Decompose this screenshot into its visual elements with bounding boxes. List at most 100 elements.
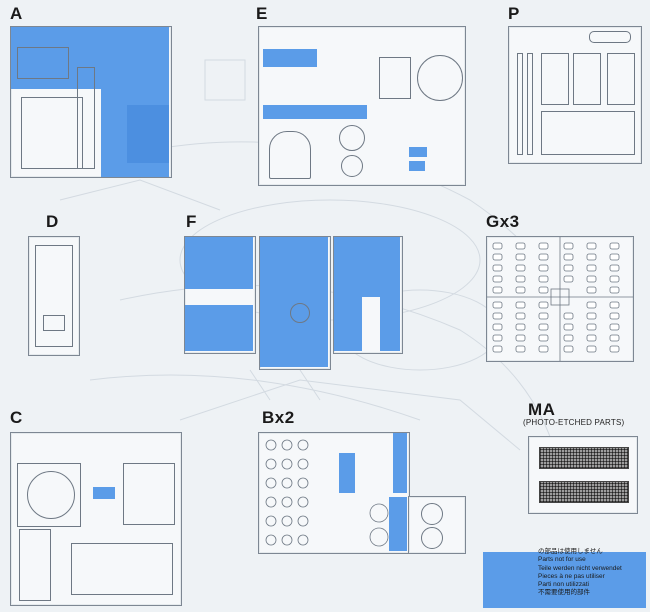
track-link	[609, 275, 620, 283]
track-link	[515, 286, 526, 294]
sprue-p-part	[541, 111, 635, 155]
track-link	[609, 323, 620, 331]
track-link	[538, 253, 549, 261]
legend-line: Pieces à ne pas utiliser	[538, 572, 605, 580]
track-link	[515, 275, 526, 283]
sprue-c-part	[19, 529, 51, 601]
track-link	[586, 275, 597, 283]
track-link	[586, 286, 597, 294]
sprue-p-part	[589, 31, 631, 43]
track-link	[563, 264, 574, 272]
sprue-b-unused-parts	[389, 497, 407, 551]
track-link	[586, 323, 597, 331]
track-link	[538, 286, 549, 294]
track-link	[515, 264, 526, 272]
road-wheel	[281, 496, 293, 508]
sprue-c-part	[123, 463, 175, 525]
sprue-b-unused-parts	[393, 433, 407, 493]
track-link	[563, 334, 574, 342]
sprue-e-unused-parts	[409, 147, 427, 157]
track-link	[492, 286, 503, 294]
sprue-p-part	[573, 53, 601, 105]
sprue-f-unused-parts	[334, 237, 400, 297]
track-link	[586, 312, 597, 320]
track-link	[586, 345, 597, 353]
sprue-a-unused-parts	[127, 105, 169, 163]
track-link	[515, 345, 526, 353]
road-wheel	[297, 439, 309, 451]
sprue-p-part	[541, 53, 569, 105]
sprue-ma-sublabel: (PHOTO-ETCHED PARTS)	[523, 418, 625, 427]
track-link	[538, 264, 549, 272]
track-link	[563, 253, 574, 261]
legend-text: の部品は使用しません Parts not for use Teile werde…	[538, 548, 648, 598]
track-link	[492, 323, 503, 331]
road-wheel	[297, 458, 309, 470]
sprue-e-part	[339, 125, 365, 151]
track-link	[563, 345, 574, 353]
track-link	[515, 242, 526, 250]
legend-line: Parti non utilizzati	[538, 581, 589, 589]
track-link	[538, 312, 549, 320]
track-link	[563, 242, 574, 250]
road-wheel	[265, 496, 277, 508]
sprue-b-unused-parts	[339, 453, 355, 493]
track-link	[563, 275, 574, 283]
road-wheel	[297, 496, 309, 508]
sprue-b-part	[421, 503, 443, 525]
track-link	[538, 345, 549, 353]
sprue-g-track-links	[487, 237, 633, 361]
road-wheel	[281, 477, 293, 489]
sprue-ma-label: MA	[528, 400, 556, 419]
road-wheel	[265, 458, 277, 470]
legend-line: Parts not for use	[538, 556, 586, 564]
sprue-f-part	[290, 303, 310, 323]
track-link	[492, 334, 503, 342]
sprue-f-panel-3	[333, 236, 403, 354]
sprue-f-panel-2	[259, 236, 331, 370]
track-link	[492, 312, 503, 320]
sprue-c	[10, 432, 182, 606]
track-link	[563, 312, 574, 320]
track-link	[538, 334, 549, 342]
sprue-c-part	[27, 471, 75, 519]
track-link	[515, 253, 526, 261]
track-link	[609, 264, 620, 272]
sprue-e-part	[379, 57, 411, 99]
sprue-f-unused-parts	[185, 237, 253, 289]
track-link	[492, 345, 503, 353]
sprue-p	[508, 26, 642, 164]
sprue-e-unused-parts	[263, 49, 317, 67]
sprocket-wheel	[369, 527, 389, 547]
road-wheel	[281, 458, 293, 470]
sprue-e-part	[269, 131, 311, 179]
sprue-p-part	[527, 53, 533, 155]
sprue-e-label: E	[256, 4, 268, 23]
sprue-d-label: D	[46, 212, 59, 231]
road-wheel	[297, 515, 309, 527]
track-link	[538, 242, 549, 250]
sprue-e-part	[417, 55, 463, 101]
track-link	[609, 334, 620, 342]
sprue-c-part	[71, 543, 173, 595]
sprue-f-panel-1	[184, 236, 256, 354]
track-link	[609, 242, 620, 250]
sprue-a-part	[21, 97, 83, 169]
sprue-b-wheels	[265, 439, 389, 547]
sprue-d-part	[35, 245, 73, 347]
sprue-f-unused-parts	[334, 297, 362, 351]
sprue-ma-etched-mesh	[539, 447, 629, 469]
track-link	[492, 253, 503, 261]
road-wheel	[265, 515, 277, 527]
sprue-a-label: A	[10, 4, 23, 23]
track-link	[609, 301, 620, 309]
track-link	[586, 242, 597, 250]
sprue-f-unused-parts	[380, 297, 400, 351]
sprue-c-label: C	[10, 408, 23, 427]
legend-color-swatch	[483, 552, 646, 608]
track-link	[515, 323, 526, 331]
track-link	[538, 301, 549, 309]
sprue-p-label: P	[508, 4, 520, 23]
sprue-g	[486, 236, 634, 362]
legend-line: Teile werden nicht verwendet	[538, 564, 622, 572]
